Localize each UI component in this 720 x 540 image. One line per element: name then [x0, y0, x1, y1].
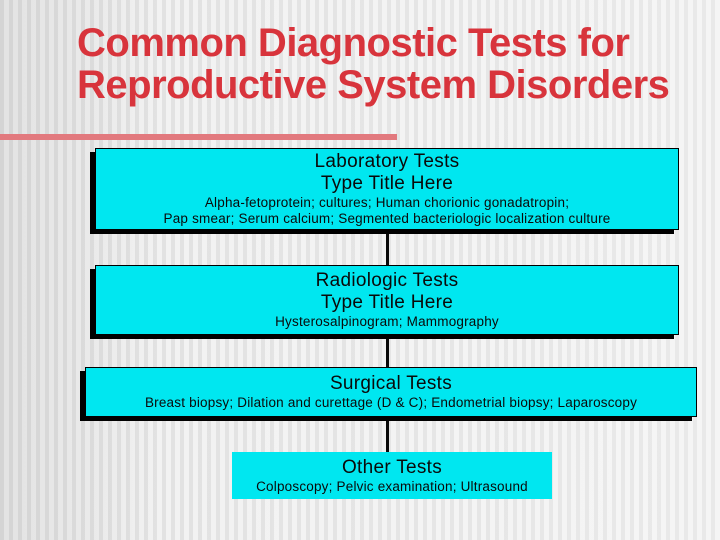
slide-title-line-1: Common Diagnostic Tests for — [77, 21, 630, 65]
box-heading: Other Tests — [341, 456, 443, 478]
diagram-box-surgical-tests: Surgical Tests Breast biopsy; Dilation a… — [85, 367, 697, 417]
diagram-box-radiologic-tests: Radiologic Tests Type Title Here Hystero… — [95, 265, 679, 335]
slide-title-line-2: Reproductive System Disorders — [77, 63, 670, 107]
box-detail-line: Pap smear; Serum calcium; Segmented bact… — [163, 211, 611, 226]
box-subheading: Type Title Here — [320, 173, 454, 194]
diagram-box-other-tests: Other Tests Colposcopy; Pelvic examinati… — [232, 452, 552, 499]
box-detail-line: Breast biopsy; Dilation and curettage (D… — [144, 395, 638, 410]
connector-line-3 — [386, 418, 389, 454]
connector-line-2 — [386, 336, 389, 369]
box-detail-line: Hysterosalpinogram; Mammography — [275, 314, 499, 329]
box-detail-line: Alpha-fetoprotein; cultures; Human chori… — [204, 195, 570, 210]
connector-line-1 — [386, 231, 389, 267]
box-detail-line: Colposcopy; Pelvic examination; Ultrasou… — [256, 478, 528, 494]
box-heading: Laboratory Tests — [314, 151, 460, 172]
box-subheading: Type Title Here — [320, 292, 454, 313]
box-heading: Surgical Tests — [329, 373, 453, 394]
diagram-box-laboratory-tests: Laboratory Tests Type Title Here Alpha-f… — [95, 148, 679, 230]
title-underline-bar — [0, 134, 397, 140]
slide-title: Common Diagnostic Tests for Reproductive… — [77, 21, 670, 107]
box-heading: Radiologic Tests — [315, 270, 459, 291]
